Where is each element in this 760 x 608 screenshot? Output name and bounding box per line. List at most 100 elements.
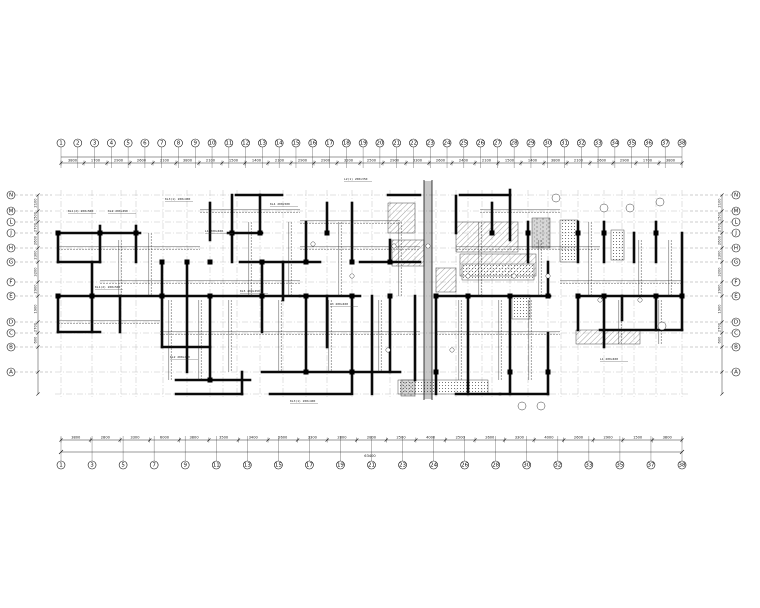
dim-right-label: 2900 <box>718 284 722 294</box>
beam-annotation: KL4 200x500 <box>270 202 290 206</box>
axis-grid-lines <box>15 147 732 461</box>
axis-bubble-top-circle <box>90 138 99 148</box>
axis-bubble-right-label: C <box>734 330 738 336</box>
axis-bubble-left-circle <box>6 243 16 253</box>
dim-top-label: 2600 <box>436 159 446 163</box>
axis-bubble-bottom-circle <box>646 460 656 470</box>
axis-bubble-top-circle <box>157 138 167 148</box>
axis-bubble-left-label: G <box>9 259 13 265</box>
room-marker <box>597 297 603 303</box>
column <box>387 293 393 299</box>
dim-right-tick <box>720 260 724 264</box>
axis-bubble-right-circle <box>731 342 741 352</box>
axis-bubble-top-label: 1 <box>59 140 63 146</box>
axis-bubble-top-label: 22 <box>410 140 417 146</box>
column <box>545 369 551 375</box>
axis-bubble-top-circle <box>56 138 66 148</box>
axis-bubble-top-label: 14 <box>276 140 283 146</box>
axis-bubble-top-label: 11 <box>225 140 232 146</box>
axis-bubble-bottom-label: 33 <box>585 462 592 468</box>
dim-top-label: 2400 <box>459 159 469 163</box>
beam-annotation: KL2 200x450 <box>170 355 190 359</box>
hatched-slab <box>435 267 457 293</box>
axis-bubble-top-circle <box>593 138 603 148</box>
axis-bubble-top-label: 9 <box>194 140 198 146</box>
dim-bottom-label: 2500 <box>456 436 466 440</box>
dim-right-tick <box>720 320 724 324</box>
axis-bubble-bottom-label: 26 <box>461 462 468 468</box>
room-marker <box>349 273 355 279</box>
axis-bubble-bottom-circle <box>367 460 376 470</box>
axis-bubble-bottom-label: 9 <box>183 462 187 468</box>
dim-bottom-label: 2800 <box>367 436 377 440</box>
axis-bubble-left-label: N <box>9 192 13 198</box>
dim-bottom-label: 3800 <box>663 436 673 440</box>
beam-annotation: KL1(2) 200x500 <box>68 209 93 213</box>
axis-bubble-right-circle <box>731 206 741 216</box>
axis-bubble-bottom-label: 3 <box>90 462 94 468</box>
axis-bubble-top-circle <box>190 138 200 148</box>
axis-bubble-bottom-label: 21 <box>368 462 375 468</box>
dimension-chains-side: 2100150027002600230032002900190027006002… <box>34 193 724 396</box>
dim-top-label: 3800 <box>68 159 78 163</box>
axis-bubble-top-circle <box>493 138 502 148</box>
axis-bubble-top-circle <box>543 138 553 148</box>
room-marker <box>310 241 316 247</box>
axis-bubble-bottom-label: 11 <box>213 462 220 468</box>
axis-bubble-top-circle <box>375 138 385 148</box>
dim-right-tick <box>720 231 724 235</box>
axis-bubble-top-label: 13 <box>259 140 266 146</box>
axis-bubble-left-label: E <box>9 293 13 299</box>
axis-bubble-top-circle <box>526 138 536 148</box>
axis-bubble-bottom-circle <box>429 460 438 470</box>
dim-bottom-label: 3300 <box>515 436 525 440</box>
dim-top-label: 2100 <box>482 159 492 163</box>
column <box>465 293 471 299</box>
axis-bubble-top-label: 32 <box>578 140 585 146</box>
dim-left-tick <box>36 231 40 235</box>
dim-bottom-label: 3800 <box>71 436 81 440</box>
detail-marker <box>536 401 546 411</box>
axis-bubble-top-circle <box>509 138 519 148</box>
column <box>507 369 513 375</box>
axis-bubble-top-label: 35 <box>628 140 635 146</box>
room-marker <box>449 347 455 353</box>
dim-top-label: 3800 <box>666 159 676 163</box>
axis-bubble-top-label: 31 <box>561 140 568 146</box>
column <box>159 293 165 299</box>
axis-bubble-right-label: M <box>734 208 739 214</box>
room-marker <box>391 243 397 249</box>
axis-bubble-top-circle <box>325 138 334 148</box>
column <box>575 230 581 236</box>
dim-right-label: 2600 <box>718 235 722 245</box>
dim-left-tick <box>36 246 40 250</box>
shear-walls <box>55 188 685 396</box>
axis-bubble-bottom-circle <box>149 460 159 470</box>
axis-bubble-bottom-circle <box>118 460 128 470</box>
axis-bubble-bottom-circle <box>460 460 469 470</box>
dim-left-tick <box>36 392 40 396</box>
axis-bubble-bottom-label: 1 <box>59 462 63 468</box>
axis-bubble-top-label: 21 <box>393 140 400 146</box>
axis-bubble-right-circle <box>731 190 741 200</box>
dim-left-label: 2600 <box>34 235 38 245</box>
axis-bubble-top-label: 29 <box>527 140 534 146</box>
axis-bubble-right-label: E <box>734 293 738 299</box>
dim-top-label: 1700 <box>643 159 653 163</box>
axis-bubble-right-label: F <box>734 279 737 285</box>
axis-bubble-right-circle <box>731 291 741 301</box>
beam-annotation: L3 200x400 <box>330 302 348 306</box>
axis-bubble-bottom-circle <box>491 460 501 470</box>
axis-bubble-top-label: 30 <box>544 140 551 146</box>
hatched-slab <box>575 329 641 345</box>
axis-bubble-left-circle <box>6 217 16 227</box>
dim-top-label: 3800 <box>551 159 561 163</box>
dim-right-label: 1900 <box>718 304 722 314</box>
room-marker <box>425 243 431 249</box>
column <box>324 230 330 236</box>
dim-top-label: 3800 <box>183 159 193 163</box>
dim-top-label: 2900 <box>390 159 400 163</box>
column <box>349 259 355 265</box>
